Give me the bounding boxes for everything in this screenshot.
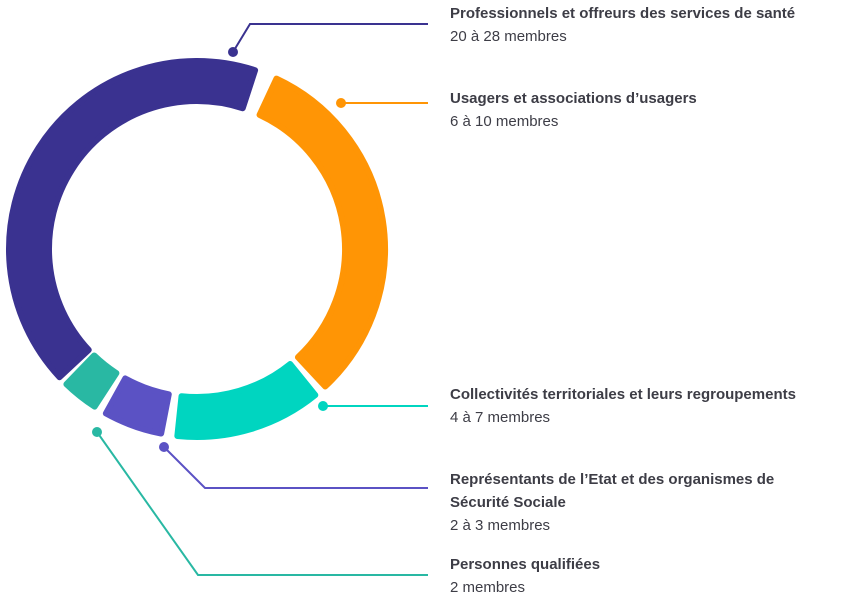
legend-members: 2 à 3 membres [450,517,551,534]
donut-slice-collectivites [174,361,319,440]
legend-title: Collectivités territoriales et leurs reg… [450,386,796,403]
leader-line-representants-etat [163,446,428,489]
legend-item-collectivites: Collectivités territoriales et leurs reg… [450,383,850,429]
legend-item-professionnels: Professionnels et offreurs des services … [450,2,850,48]
leader-line-personnes-qualifiees [96,431,428,576]
legend-item-usagers: Usagers et associations d’usagers 6 à 10… [450,87,850,133]
donut-slice-usagers [256,75,388,390]
leader-dot-representants-etat [159,442,169,452]
legend-members: 4 à 7 membres [450,409,551,426]
legend-title: Usagers et associations d’usagers [450,90,697,107]
donut-slice-professionnels [6,58,259,381]
legend-members: 2 membres [450,579,526,596]
donut-slice-representants-etat [102,375,172,437]
legend-members: 6 à 10 membres [450,113,559,130]
legend-item-personnes-qualifiees: Personnes qualifiées 2 membres [450,553,850,599]
leader-dot-professionnels [228,47,238,57]
legend-item-representants-etat: Représentants de l’Etat et des organisme… [450,468,850,537]
leader-dot-collectivites [318,401,328,411]
leader-lines [92,23,428,576]
legend-title: Représentants de l’Etat et des organisme… [450,471,775,511]
legend-title: Personnes qualifiées [450,556,601,573]
legend-members: 20 à 28 membres [450,28,567,45]
leader-dot-personnes-qualifiees [92,427,102,437]
leader-line-professionnels [232,23,428,53]
legend-title: Professionnels et offreurs des services … [450,5,796,22]
leader-dot-usagers [336,98,346,108]
donut-slices [6,58,388,440]
donut-slice-personnes-qualifiees [63,352,120,410]
